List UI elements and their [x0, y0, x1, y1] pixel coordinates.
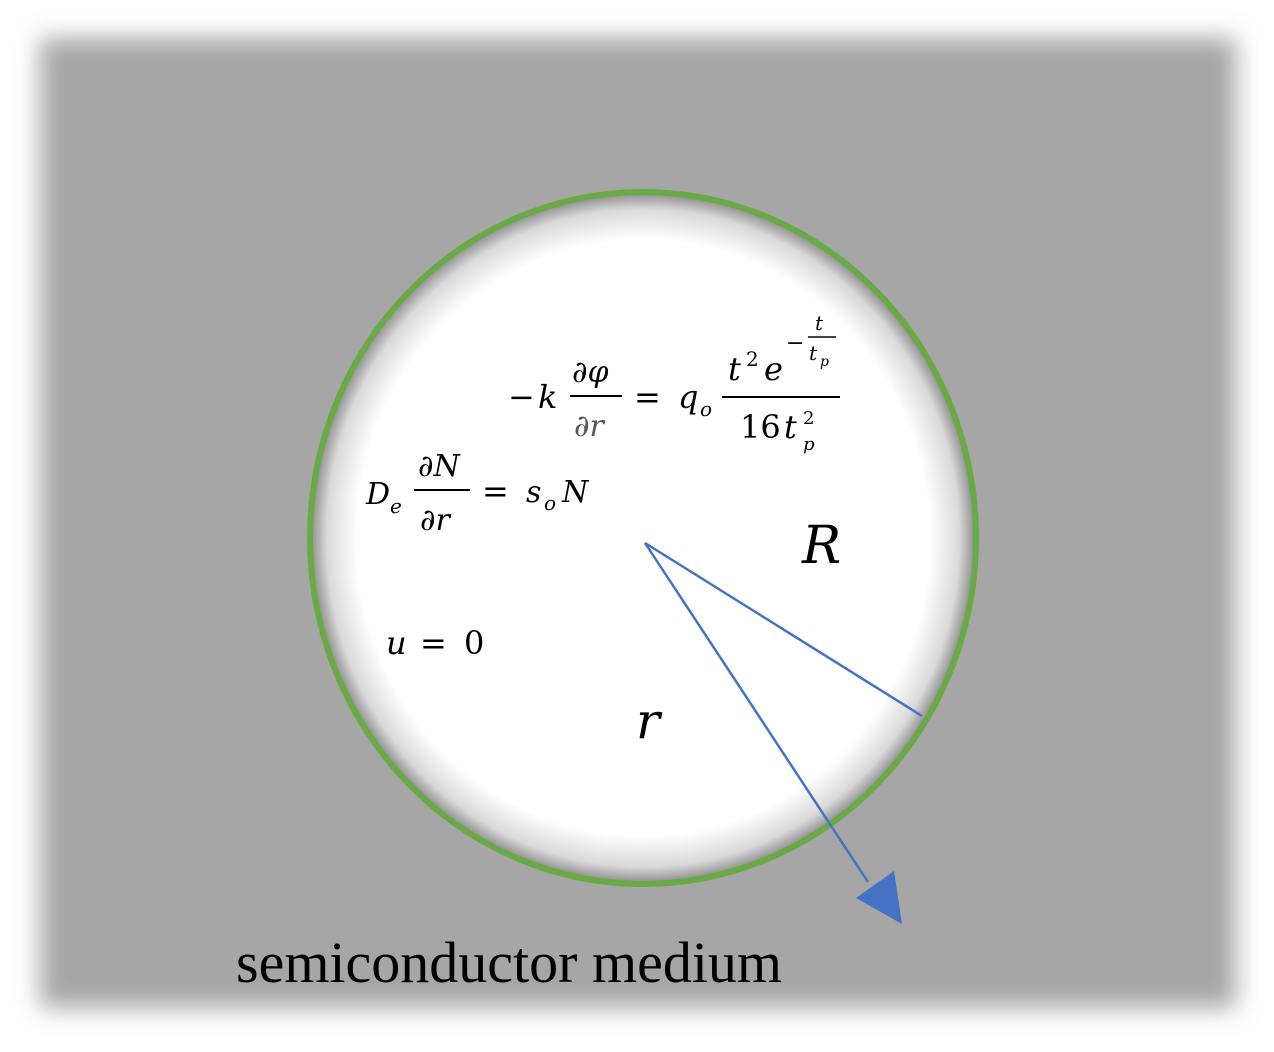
heat-flux-equation: − k ∂φ ∂r = q o t 2 e − t t p 16 t 2 p [508, 311, 840, 455]
carrier-eq-s-sub: o [544, 491, 556, 515]
heat-eq-den-t-sub: p [803, 434, 815, 455]
carrier-eq-dr: ∂r [420, 503, 452, 538]
disp-eq-equals: = [420, 624, 447, 662]
radius-R-line [644, 541, 923, 718]
heat-eq-q: q [678, 378, 698, 416]
cavity-boundary-ring [307, 189, 979, 887]
carrier-eq-equals: = [482, 472, 509, 510]
radius-r-arrow-line [643, 542, 870, 883]
heat-eq-exp-tp-sub: p [820, 354, 829, 370]
disp-eq-u: u [386, 624, 407, 662]
carrier-eq-s: s [526, 475, 541, 510]
carrier-equation: D e ∂N ∂r = s o N [365, 449, 590, 538]
heat-eq-dphi: ∂φ [572, 355, 609, 390]
radius-r-label: r [636, 692, 663, 750]
heat-eq-exp-t: t [815, 311, 824, 335]
disp-eq-zero: 0 [464, 624, 484, 662]
heat-eq-e: e [764, 350, 783, 388]
heat-eq-equals: = [634, 378, 661, 416]
heat-eq-q-sub: o [700, 397, 712, 421]
cavity-interior [310, 192, 976, 884]
radius-r-arrow-head [856, 871, 902, 924]
heat-eq-t-sup: 2 [746, 347, 759, 371]
carrier-eq-D-sub: e [390, 494, 402, 518]
heat-eq-exp-minus: − [786, 331, 804, 356]
heat-eq-dr: ∂r [574, 409, 606, 444]
carrier-eq-dN: ∂N [418, 449, 462, 484]
heat-eq-exp-tp: t [809, 341, 818, 365]
heat-eq-minus: − [508, 378, 535, 416]
displacement-equation: u = 0 [386, 624, 484, 662]
carrier-eq-N: N [561, 475, 590, 510]
heat-eq-k: k [538, 378, 557, 416]
carrier-eq-D: D [365, 477, 390, 512]
semiconductor-medium-caption: semiconductor medium [236, 930, 782, 995]
heat-eq-16: 16 [740, 408, 781, 446]
heat-eq-t: t [728, 350, 741, 388]
radius-R-label: R [801, 516, 841, 576]
heat-eq-den-t: t [784, 408, 797, 446]
heat-eq-den-t-sup: 2 [803, 408, 814, 429]
